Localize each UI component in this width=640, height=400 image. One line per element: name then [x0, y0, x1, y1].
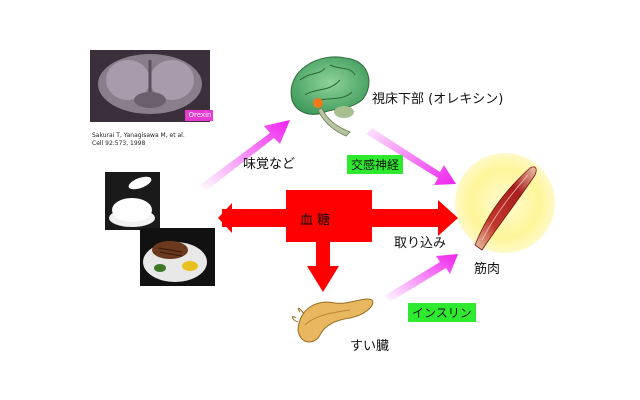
- pancreas-icon: [291, 298, 374, 343]
- pancreas-label: すい臓: [350, 339, 390, 354]
- insulin-tag: インスリン: [408, 303, 476, 322]
- brain-slice-image: [90, 50, 213, 122]
- citation: Sakurai T, Yanagisawa M, et al. Cell 92:…: [92, 132, 185, 148]
- muscle-node: [455, 153, 555, 253]
- pink-arrow-sympathetic: [366, 128, 456, 185]
- pink-arrow-taste: [200, 120, 290, 191]
- citation-line-1: Sakurai T, Yanagisawa M, et al.: [92, 132, 185, 139]
- pink-arrow-insulin: [384, 254, 458, 302]
- hypothalamus-marker: [313, 98, 323, 108]
- hypothalamus-label: 視床下部 (オレキシン): [372, 92, 504, 107]
- red-arrow-food-to-muscle: [218, 200, 458, 236]
- sympathetic-nerve-tag: 交感神経: [347, 155, 404, 174]
- muscle-label: 筋肉: [474, 262, 501, 277]
- orexin-tag: Orexin: [188, 111, 212, 119]
- rice-image: [105, 172, 160, 230]
- blood-sugar-label: 血 糖: [300, 213, 331, 228]
- steak-image: [140, 228, 215, 286]
- orexin-tag-bg: [185, 110, 213, 121]
- citation-line-2: Cell 92:573, 1998: [92, 140, 146, 147]
- red-arrow-to-pancreas: [307, 242, 339, 292]
- uptake-label: 取り込み: [394, 236, 447, 251]
- blood-sugar-box: [286, 190, 372, 242]
- muscle-icon: [474, 166, 537, 251]
- brain-icon: [290, 56, 370, 137]
- taste-label: 味覚など: [243, 157, 296, 172]
